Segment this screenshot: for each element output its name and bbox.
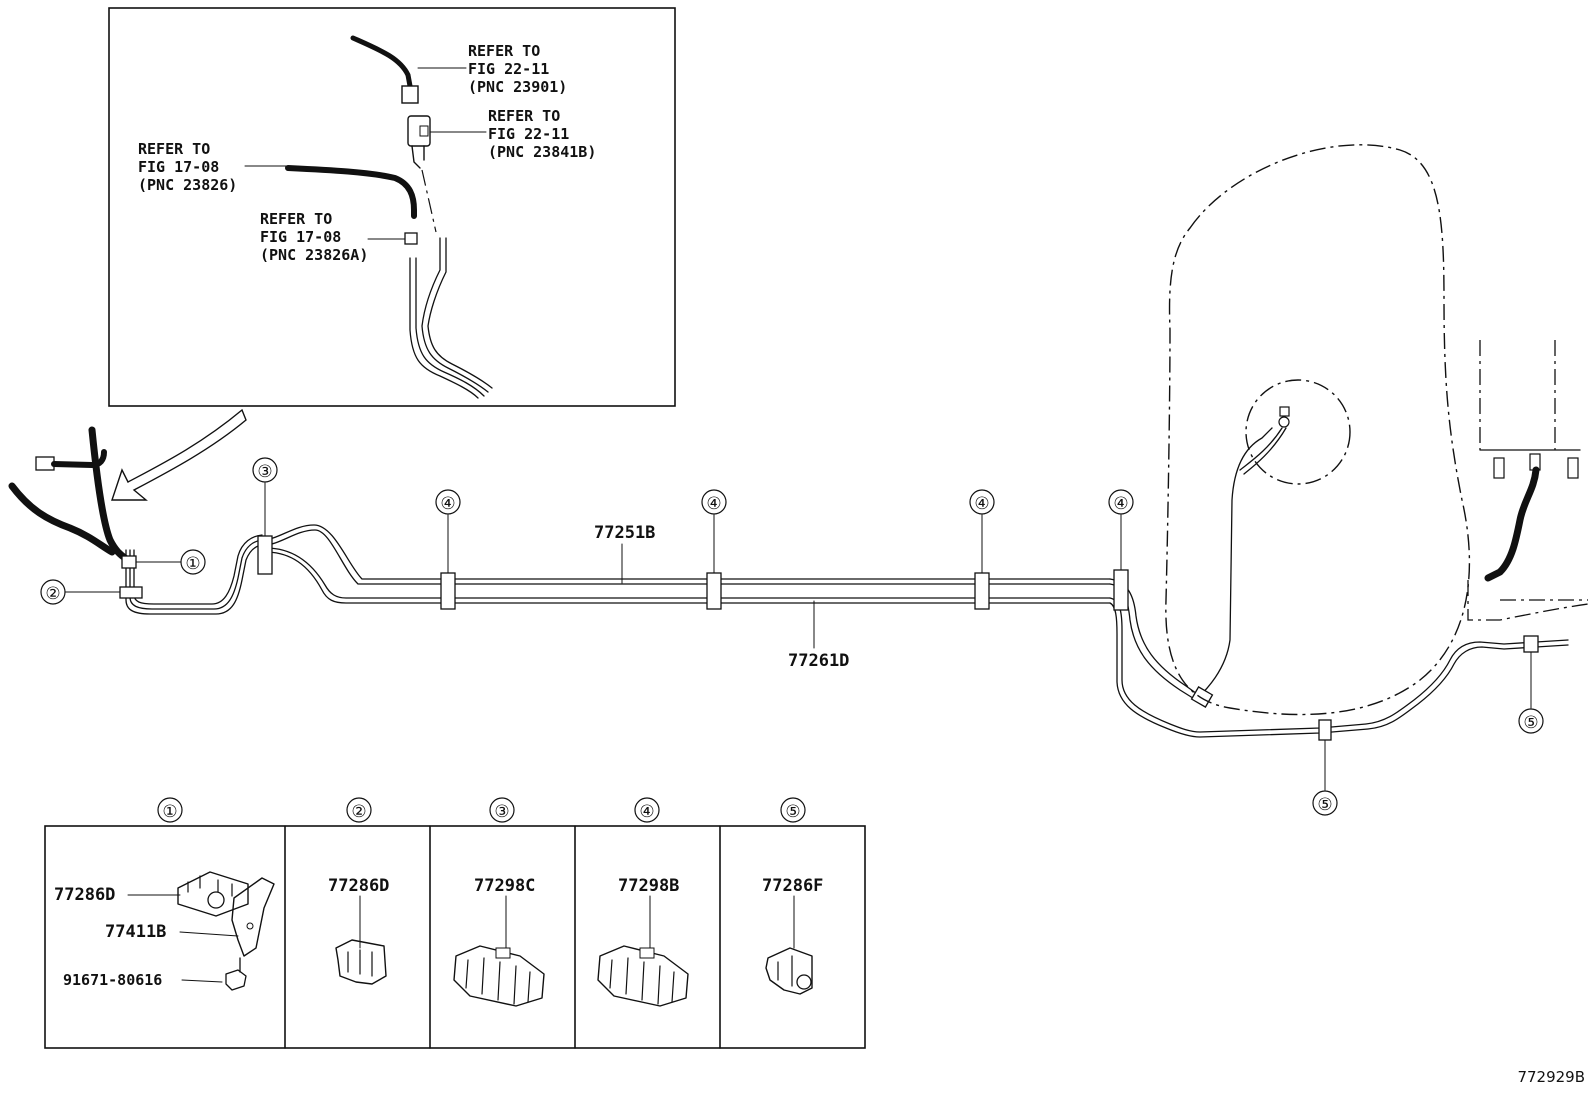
clamp-4b	[706, 572, 722, 610]
clip-77298c-drawing	[453, 945, 545, 1007]
inset-ref-23826a: REFER TO FIG 17-08 (PNC 23826A)	[260, 210, 368, 264]
callout-5b: ⑤	[1523, 713, 1538, 733]
inset-frame	[108, 7, 676, 407]
view-arrow	[111, 408, 247, 501]
callout-2: ②	[45, 584, 60, 604]
clip-77298b-drawing	[597, 945, 689, 1007]
part-77298b: 77298B	[618, 876, 679, 896]
inset-connector-23841b	[407, 115, 431, 147]
clamp-3	[257, 535, 273, 575]
table-col-1-number: ①	[162, 802, 177, 822]
callout-4b: ④	[706, 494, 721, 514]
callout-5a: ⑤	[1317, 795, 1332, 815]
part-91671-80616: 91671-80616	[63, 971, 162, 989]
svg-text:(PNC 23841B): (PNC 23841B)	[488, 143, 596, 161]
svg-text:REFER TO: REFER TO	[468, 42, 540, 60]
svg-text:REFER TO: REFER TO	[138, 140, 210, 158]
left-hoses	[8, 426, 132, 564]
part-77286f: 77286F	[762, 876, 823, 896]
part-77286d-col1: 77286D	[54, 885, 115, 905]
clamp-5b	[1523, 635, 1539, 653]
inset-upper-hose	[350, 35, 413, 89]
callout-4d: ④	[1113, 494, 1128, 514]
callout-4c: ④	[974, 494, 989, 514]
callout-1: ①	[185, 554, 200, 574]
svg-text:FIG 22-11: FIG 22-11	[468, 60, 549, 78]
clamp-4a	[440, 572, 456, 610]
table-col-2-number: ②	[351, 802, 366, 822]
svg-text:(PNC 23901): (PNC 23901)	[468, 78, 567, 96]
clip-77286d-col2-drawing	[335, 939, 387, 985]
inset-connector-23901	[401, 85, 419, 104]
svg-text:FIG 17-08: FIG 17-08	[138, 158, 219, 176]
table-col-4-number: ④	[639, 802, 654, 822]
table-col-5-number: ⑤	[785, 802, 800, 822]
svg-text:FIG 17-08: FIG 17-08	[260, 228, 341, 246]
parts-table-frame	[44, 825, 866, 1049]
inset-ref-23826: REFER TO FIG 17-08 (PNC 23826)	[138, 140, 237, 194]
tube-label-77251b: 77251B	[594, 523, 655, 543]
bolt-91671-drawing	[225, 969, 247, 991]
detail-inset: REFER TO FIG 22-11 (PNC 23901) REFER TO …	[108, 7, 676, 407]
tube-label-77261d: 77261D	[788, 651, 849, 671]
clamps	[119, 535, 1539, 741]
diagram-id: 772929B	[1517, 1068, 1585, 1086]
clip-77286f-drawing	[765, 947, 813, 995]
table-col-3-number: ③	[494, 802, 509, 822]
inset-connector-23826a	[404, 232, 418, 245]
clamp-4d	[1113, 569, 1129, 611]
svg-text:(PNC 23826): (PNC 23826)	[138, 176, 237, 194]
inset-ref-23841b: REFER TO FIG 22-11 (PNC 23841B)	[488, 107, 596, 161]
svg-text:REFER TO: REFER TO	[488, 107, 560, 125]
inset-tube-bundle	[409, 237, 493, 399]
clamp-2	[119, 586, 143, 599]
part-77298c: 77298C	[474, 876, 535, 896]
callout-4a: ④	[440, 494, 455, 514]
tube-bundle-main	[125, 427, 1569, 738]
inset-hose-23826	[285, 165, 417, 219]
clamp-4c	[974, 572, 990, 610]
clamp-1	[121, 555, 137, 569]
callout-leaders	[64, 482, 1532, 791]
part-77411b: 77411B	[105, 922, 166, 942]
fuel-tank-outline	[1165, 144, 1471, 716]
parts-table: ① ② ③ ④ ⑤ 77286D 77411B 91671-80616 7728…	[44, 797, 866, 1049]
svg-text:REFER TO: REFER TO	[260, 210, 332, 228]
svg-text:FIG 22-11: FIG 22-11	[488, 125, 569, 143]
clamp-5a	[1318, 719, 1332, 741]
part-77286d-col2: 77286D	[328, 876, 389, 896]
canister-bracket	[1467, 340, 1589, 621]
callout-numbers: ① ② ③ ④ ④ ④ ④ ⑤ ⑤	[45, 462, 1538, 815]
callout-3: ③	[257, 462, 272, 482]
clip-77286d-drawing	[177, 871, 249, 917]
inset-ref-23901: REFER TO FIG 22-11 (PNC 23901)	[468, 42, 567, 96]
bracket-77411b-drawing	[231, 877, 275, 957]
callout-circles	[40, 457, 1544, 816]
svg-text:(PNC 23826A): (PNC 23826A)	[260, 246, 368, 264]
